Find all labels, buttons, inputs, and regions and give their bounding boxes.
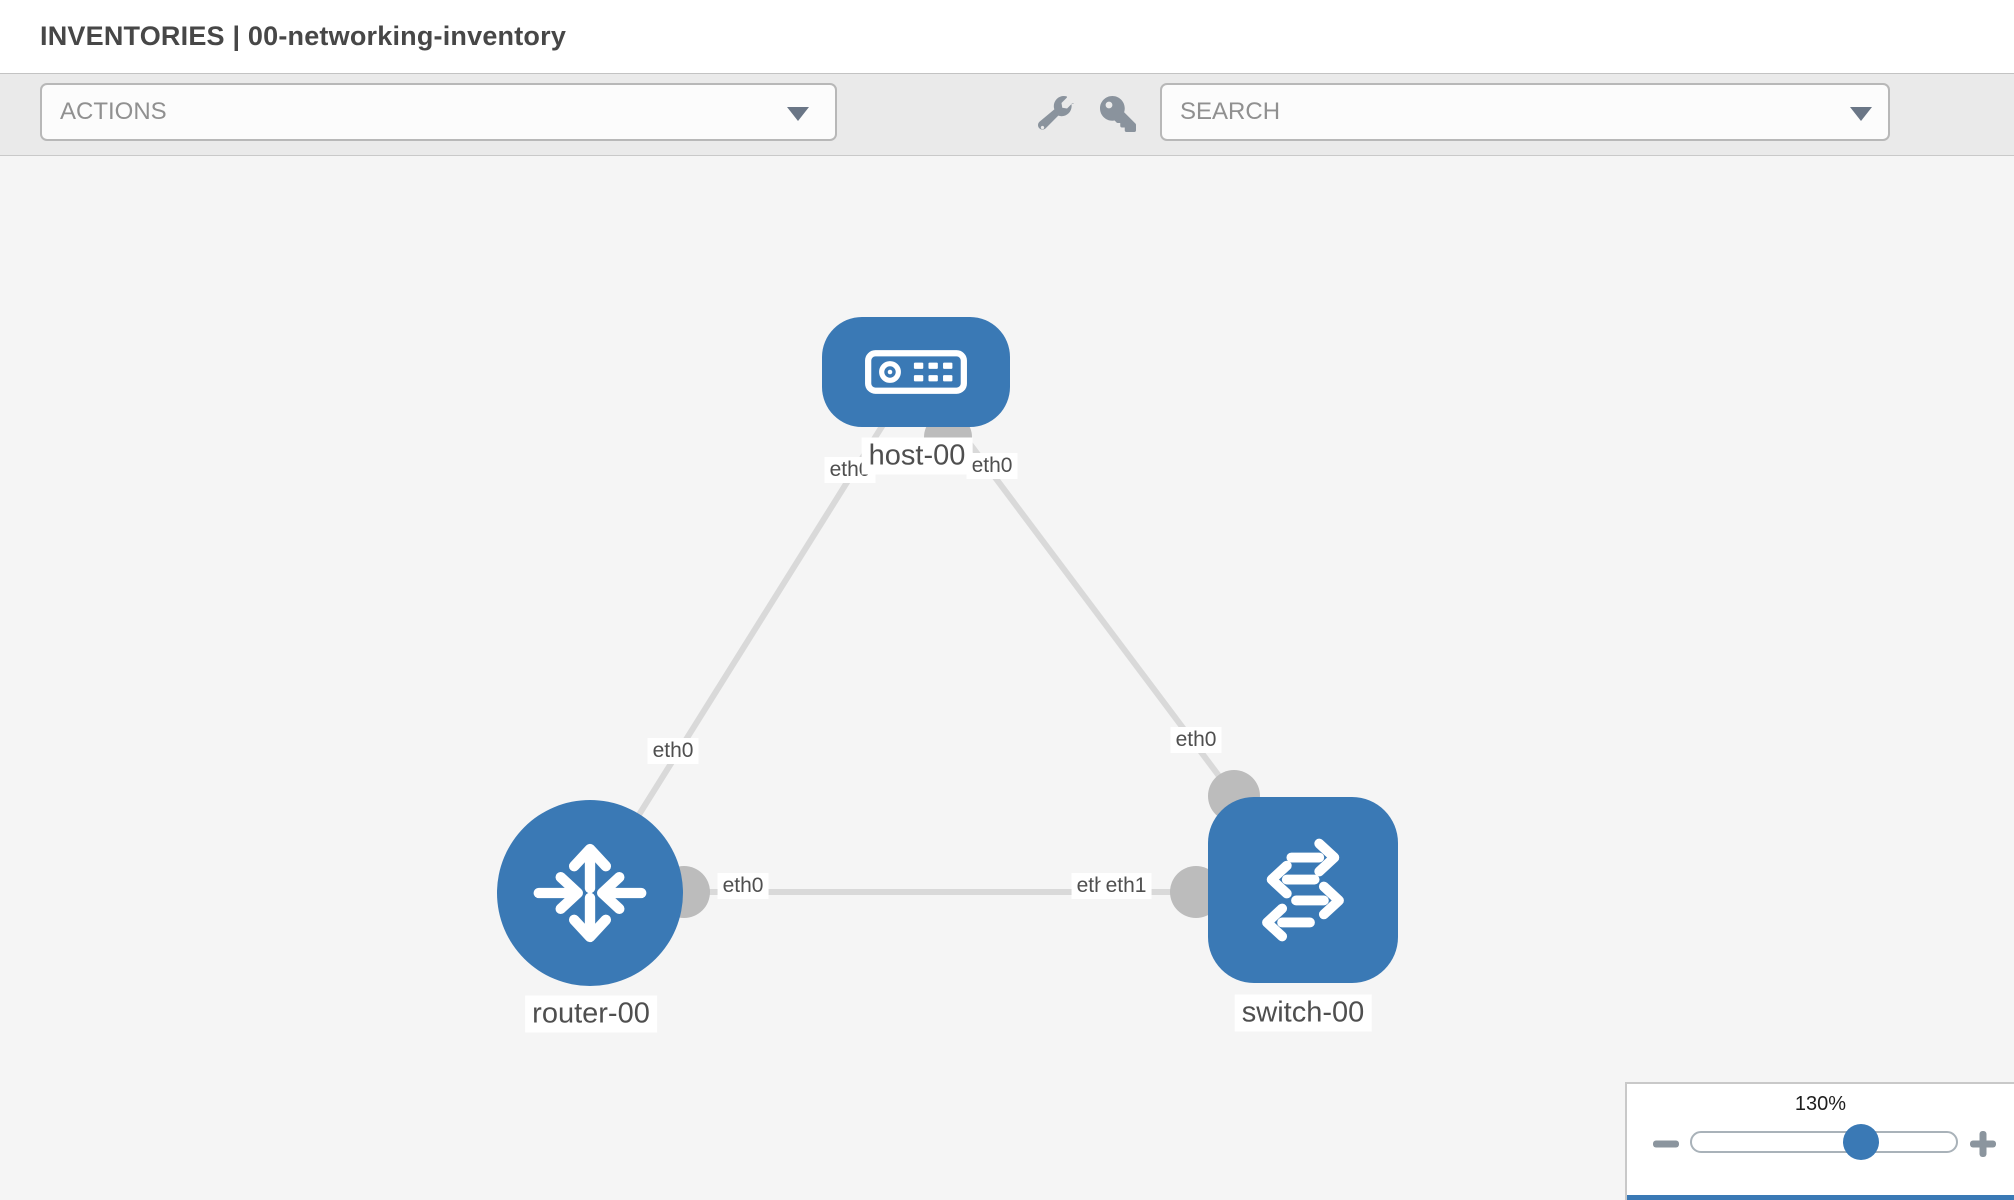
iface-label-switch-front: eth1 bbox=[1100, 873, 1152, 899]
node-label-host: host-00 bbox=[861, 437, 973, 475]
chevron-down-icon bbox=[787, 107, 809, 121]
iface-label-switch-uplink: eth0 bbox=[1170, 727, 1222, 753]
zoom-slider-row bbox=[1627, 1122, 2014, 1172]
plus-icon bbox=[1970, 1130, 1996, 1157]
hidden-panel-edge bbox=[1627, 1195, 2014, 1200]
tools-button[interactable] bbox=[1037, 96, 1074, 132]
zoom-slider-track[interactable] bbox=[1690, 1124, 1958, 1160]
zoom-out-button[interactable] bbox=[1651, 1122, 1681, 1162]
node-switch-00[interactable] bbox=[1208, 797, 1398, 983]
zoom-level-value: 130% bbox=[1794, 1093, 1847, 1115]
key-icon bbox=[1100, 96, 1136, 132]
page-title: INVENTORIES | 00-networking-inventory bbox=[40, 21, 567, 51]
key-legend-button[interactable] bbox=[1100, 96, 1136, 132]
zoom-in-button[interactable] bbox=[1968, 1122, 1998, 1162]
node-label-switch: switch-00 bbox=[1234, 994, 1372, 1032]
search-dropdown[interactable]: SEARCH bbox=[1160, 83, 1890, 141]
node-router-00[interactable] bbox=[497, 800, 683, 986]
iface-label-router-right: eth0 bbox=[717, 873, 769, 899]
zoom-slider-handle[interactable] bbox=[1843, 1124, 1879, 1160]
zoom-control-panel: 130% bbox=[1625, 1082, 2014, 1200]
chevron-down-icon bbox=[1850, 107, 1872, 121]
node-host-00[interactable] bbox=[822, 317, 1010, 427]
iface-label-host-right: eth0 bbox=[966, 453, 1018, 479]
iface-label-router-uplink: eth0 bbox=[647, 738, 699, 764]
actions-dropdown-label: ACTIONS bbox=[60, 98, 167, 125]
header-bar: INVENTORIES | 00-networking-inventory bbox=[0, 0, 2014, 73]
search-dropdown-label: SEARCH bbox=[1180, 98, 1281, 125]
wrench-icon bbox=[1037, 96, 1074, 130]
actions-dropdown[interactable]: ACTIONS bbox=[40, 83, 837, 141]
toolbar: ACTIONS SEARCH bbox=[0, 73, 2014, 156]
switch-icon bbox=[1262, 838, 1344, 942]
host-icon bbox=[865, 350, 967, 394]
node-label-router: router-00 bbox=[525, 995, 657, 1033]
router-icon bbox=[533, 843, 647, 943]
minus-icon bbox=[1653, 1140, 1679, 1147]
